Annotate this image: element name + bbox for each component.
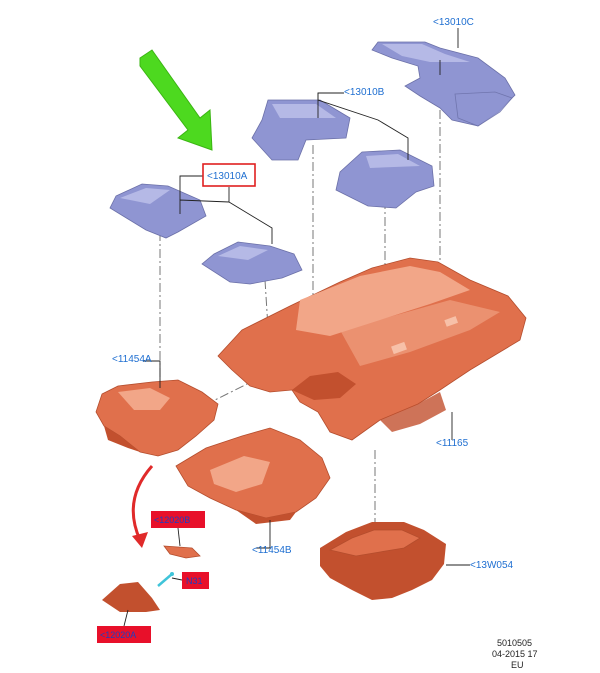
- label-12020b: <12020B: [154, 515, 190, 525]
- floor-covering: [217, 257, 527, 441]
- tag-12020a: <12020A: [97, 626, 151, 643]
- callout-arrow: [139, 49, 213, 151]
- label-13010c: <13010C: [433, 17, 474, 28]
- tag-12020b: <12020B: [151, 511, 205, 528]
- rear-insulator: [320, 522, 446, 600]
- bracket-part: [163, 545, 201, 559]
- label-13010a: <13010A: [207, 171, 248, 182]
- label-n31: N31: [186, 576, 203, 586]
- relocation-arrow: [131, 465, 154, 548]
- footer-region: EU: [511, 660, 524, 670]
- label-13010b: <13010B: [344, 87, 385, 98]
- front-mats: [109, 183, 303, 285]
- leader-lines: [123, 28, 470, 627]
- fastener-part: [157, 572, 174, 587]
- footer-date: 04-2015 17: [492, 649, 538, 659]
- label-11165: <11165: [436, 438, 469, 449]
- label-13w054: <13W054: [470, 560, 514, 571]
- label-11454a: <11454A: [112, 354, 152, 365]
- second-row-mats: [251, 99, 435, 209]
- label-12020a: <12020A: [100, 630, 136, 640]
- rear-mat-set: [371, 41, 516, 127]
- tag-n31: N31: [182, 572, 209, 589]
- front-insulator-left: [95, 379, 219, 457]
- label-11454b: <11454B: [252, 545, 292, 556]
- heel-pad-part: [102, 582, 160, 612]
- front-insulator-right: [175, 427, 331, 524]
- footer-ref-number: 5010505: [497, 638, 532, 648]
- label-13010a-box: <13010A: [202, 163, 256, 187]
